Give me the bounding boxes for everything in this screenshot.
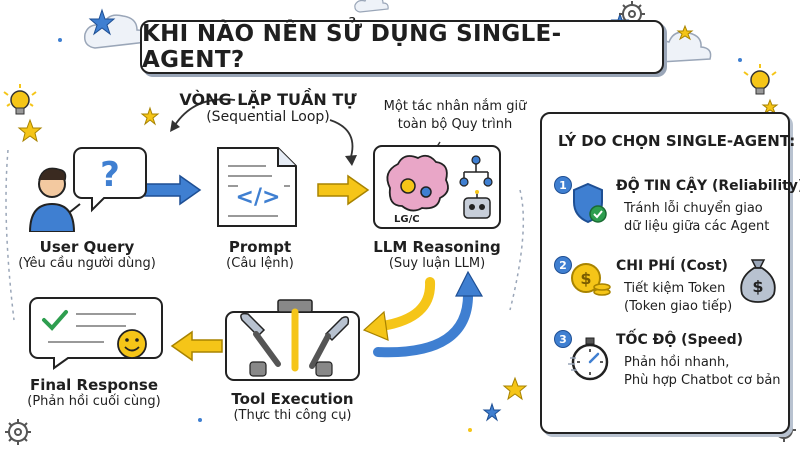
svg-text:</>: </> — [236, 185, 281, 210]
node-tool-execution: Tool Execution (Thực thi công cụ) — [220, 292, 365, 432]
star-icon — [17, 118, 43, 143]
reason-2-number: 2 — [554, 256, 572, 274]
reason-2-head: CHI PHÍ (Cost) — [616, 258, 728, 274]
star-icon — [676, 24, 694, 41]
reason-1-head: ĐỘ TIN CẬY (Reliability) — [616, 178, 800, 194]
agent-note-line2: toàn bộ Quy trình — [397, 117, 513, 132]
page-title: KHI NÀO NÊN SỬ DỤNG SINGLE-AGENT? — [140, 20, 664, 74]
smiley-icon — [117, 329, 147, 359]
prompt-sub: (Câu lệnh) — [226, 256, 294, 271]
svg-text:?: ? — [100, 155, 120, 195]
arrow-tool-to-llm — [373, 270, 484, 358]
coins-icon: $ — [571, 263, 611, 296]
loop-heading: VÒNG LẶP TUẦN TỰ (Sequential Loop) — [178, 90, 358, 125]
node-final-response: Final Response (Phản hồi cuối cùng) — [14, 292, 174, 432]
lightbulb-icon — [3, 84, 37, 115]
star-icon — [140, 106, 160, 126]
reason-3-line2: Phù hợp Chatbot cơ bản — [624, 373, 781, 388]
page-title-text: KHI NÀO NÊN SỬ DỤNG SINGLE-AGENT? — [142, 21, 562, 73]
tool-sub: (Thực thi công cụ) — [233, 408, 352, 423]
star-icon — [88, 8, 116, 36]
arrow-user-to-prompt — [144, 174, 202, 206]
lightbulb-icon — [743, 64, 777, 95]
tool-label: Tool Execution — [231, 390, 354, 408]
reasons-panel-title: LÝ DO CHỌN SINGLE-AGENT: — [558, 132, 796, 150]
user-query-label: User Query — [39, 238, 135, 256]
star-icon — [502, 376, 528, 401]
node-prompt: </> Prompt (Câu lệnh) — [200, 140, 320, 271]
node-user-query: ? User Query (Yêu cầu người dùng) — [12, 140, 162, 271]
loop-title: VÒNG LẶP TUẦN TỰ — [179, 90, 357, 109]
loop-arrow-left — [174, 98, 236, 126]
agent-note-line1: Một tác nhân nắm giữ — [383, 99, 527, 114]
user-icon: ? — [28, 147, 147, 233]
star-icon — [482, 402, 502, 422]
shield-check-icon — [573, 182, 607, 224]
reasons-panel: LÝ DO CHỌN SINGLE-AGENT: 1 ĐỘ TIN CẬY (R… — [540, 112, 800, 434]
loop-arrow-right — [329, 119, 354, 161]
node-llm-reasoning: LG/C LLM Reasoning (Suy luận LLM) — [368, 140, 506, 271]
user-query-sub: (Yêu cầu người dùng) — [18, 256, 156, 271]
llm-label: LLM Reasoning — [373, 238, 501, 256]
stopwatch-icon — [568, 337, 609, 381]
final-label: Final Response — [29, 376, 159, 394]
reason-3-number: 3 — [554, 330, 572, 348]
prompt-label: Prompt — [228, 238, 292, 256]
svg-text:$: $ — [580, 269, 591, 288]
agent-note: Một tác nhân nắm giữ toàn bộ Quy trình — [380, 98, 530, 134]
document-code-icon: </> — [217, 147, 297, 227]
arrow-prompt-to-llm — [317, 174, 370, 206]
reason-3-head: TỐC ĐỘ (Speed) — [616, 332, 744, 348]
money-bag-icon: $ — [740, 259, 776, 303]
final-sub: (Phản hồi cuối cùng) — [27, 394, 161, 409]
gear-icon — [5, 419, 31, 445]
svg-text:$: $ — [752, 277, 763, 296]
tools-icon — [225, 299, 360, 381]
loop-subtitle: (Sequential Loop) — [206, 109, 330, 125]
checkmark-bubble-icon — [29, 297, 163, 370]
arrow-tool-to-final — [170, 330, 223, 362]
brain-icon: LG/C — [373, 145, 501, 229]
reason-1-line2: dữ liệu giữa các Agent — [624, 219, 770, 234]
reason-1-number: 1 — [554, 176, 572, 194]
reason-2-line2: (Token giao tiếp) — [624, 299, 733, 314]
reason-1-line1: Tránh lỗi chuyển giao — [624, 201, 763, 216]
reason-2-line1: Tiết kiệm Token — [624, 281, 726, 296]
cloud-icon — [354, 0, 389, 13]
reason-3-line1: Phản hồi nhanh, — [624, 355, 730, 370]
star-icon — [761, 98, 779, 115]
llm-chip-text: LG/C — [394, 214, 420, 225]
llm-sub: (Suy luận LLM) — [388, 256, 486, 271]
arrow-llm-to-tool — [362, 277, 436, 341]
